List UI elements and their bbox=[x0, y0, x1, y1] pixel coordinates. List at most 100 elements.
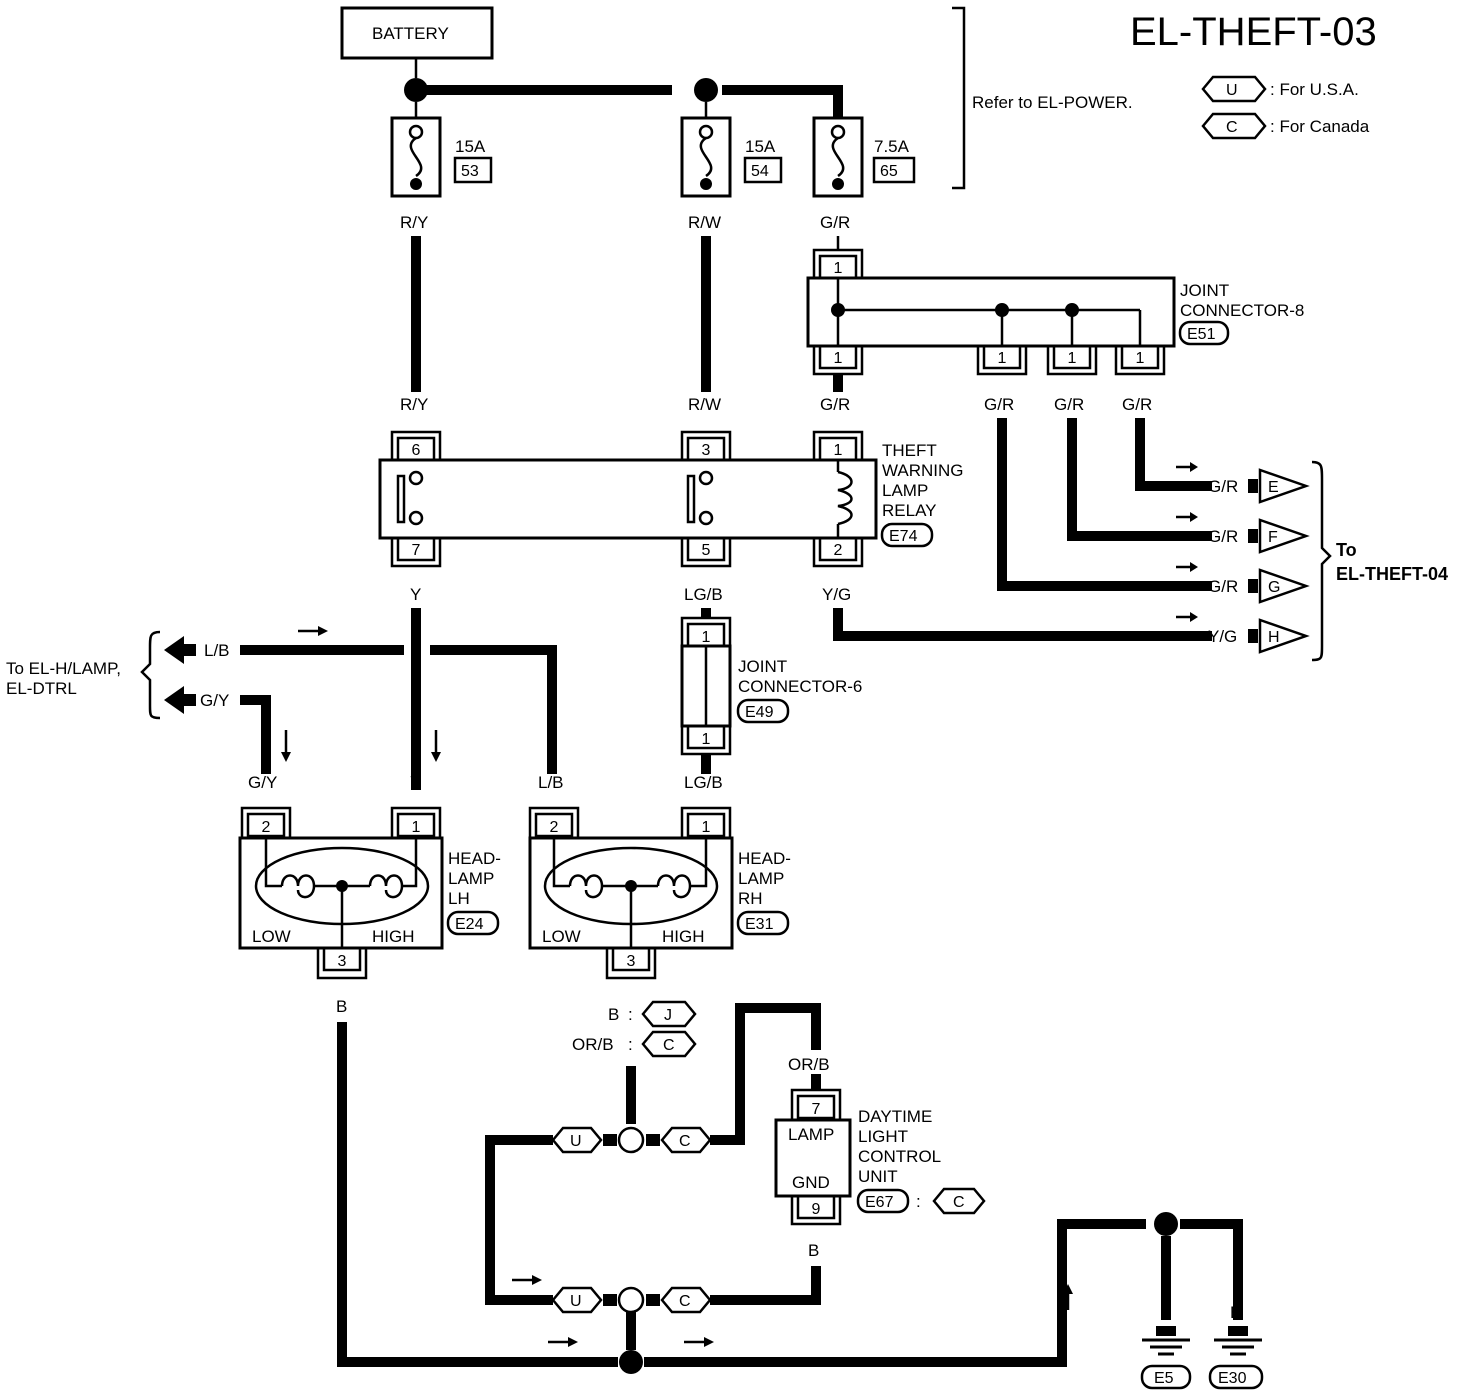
wire-label-f: G/R bbox=[1208, 527, 1238, 546]
wire-label-h: Y/G bbox=[1208, 627, 1237, 646]
refer-power-text: Refer to EL-POWER. bbox=[972, 93, 1133, 112]
hl-lh-high: HIGH bbox=[372, 927, 415, 946]
wire-label-gr-top: G/R bbox=[820, 213, 850, 232]
to-theft04-line1: To bbox=[1336, 540, 1357, 560]
option-point-top bbox=[617, 1126, 645, 1154]
hl-rh-label-1: HEAD- bbox=[738, 849, 791, 868]
wire-label-gr-relay: G/R bbox=[820, 395, 850, 414]
wire-label-ry-relay: R/Y bbox=[400, 395, 428, 414]
dtrl-gnd: GND bbox=[792, 1173, 830, 1192]
option-c-bottom-label: C bbox=[679, 1293, 691, 1310]
dtrl-pin-7: 7 bbox=[812, 1101, 821, 1118]
option-u-bottom-label: U bbox=[570, 1293, 582, 1310]
relay-pin-2: 2 bbox=[834, 542, 843, 559]
legend: U : For U.S.A. C : For Canada bbox=[1201, 75, 1370, 140]
option-c-rh: C bbox=[663, 1037, 675, 1054]
canada-text: : For Canada bbox=[1270, 117, 1370, 136]
j6-pin-in: 1 bbox=[702, 629, 711, 646]
joint-connector-6: 1 1 JOINT CONNECTOR-6 E49 bbox=[680, 608, 862, 756]
j8-pin-out-1: 1 bbox=[834, 350, 843, 367]
fuse-65-num: 65 bbox=[880, 163, 898, 180]
wire-label-b-e30: B bbox=[1230, 1303, 1241, 1322]
j8-pin-in: 1 bbox=[834, 260, 843, 277]
hl-rh-low: LOW bbox=[542, 927, 581, 946]
colon-3: : bbox=[916, 1192, 921, 1211]
wire-gr-g bbox=[997, 418, 1212, 591]
headlamp-lh: 2 1 LOW HIGH 3 HEAD- LAMP LH E24 bbox=[238, 806, 501, 980]
wire-label-lgb-lamp: LG/B bbox=[684, 773, 723, 792]
j8-pin-out-3: 1 bbox=[1068, 350, 1077, 367]
wire-b-lh bbox=[337, 1022, 618, 1367]
hl-lh-pin-1: 1 bbox=[412, 819, 421, 836]
option-u-bottom bbox=[551, 1286, 603, 1314]
connector-f bbox=[1258, 518, 1310, 554]
option-u-top-label: U bbox=[570, 1133, 582, 1150]
fuse-53: 15A 53 bbox=[390, 102, 493, 198]
j8-label-1: JOINT bbox=[1180, 281, 1229, 300]
battery: BATTERY bbox=[340, 6, 494, 60]
dtrl-option-c-badge bbox=[932, 1187, 986, 1215]
hl-rh-pin-1: 1 bbox=[702, 819, 711, 836]
hl-rh-high: HIGH bbox=[662, 927, 705, 946]
dtrl-label-1: DAYTIME bbox=[858, 1107, 932, 1126]
diagram-title: EL-THEFT-03 bbox=[1130, 10, 1377, 54]
dtrl-pin-9: 9 bbox=[812, 1201, 821, 1218]
wire-label-rw-top: R/W bbox=[688, 213, 721, 232]
fuse-54: 15A 54 bbox=[680, 102, 783, 198]
wire-label-lgb-relay: LG/B bbox=[684, 585, 723, 604]
wire-b-ground bbox=[644, 1219, 1146, 1367]
usa-text: : For U.S.A. bbox=[1270, 80, 1359, 99]
wire-label-g: G/R bbox=[1208, 577, 1238, 596]
wire-label-orb-dtrl: OR/B bbox=[788, 1055, 830, 1074]
wire-label-y-relay: Y bbox=[410, 585, 421, 604]
relay-label-4: RELAY bbox=[882, 501, 937, 520]
wire-label-gr-f: G/R bbox=[1054, 395, 1084, 414]
wire-yg-h bbox=[833, 608, 1212, 641]
relay-pin-7: 7 bbox=[412, 542, 421, 559]
theft04-bracket bbox=[1311, 460, 1332, 662]
to-el-hlamp: L/B G/Y To EL-H/LAMP, EL-DTRL bbox=[6, 630, 230, 720]
ground-junction-bottom bbox=[619, 1350, 643, 1374]
option-point-bottom bbox=[617, 1286, 645, 1314]
hl-rh-pin-3: 3 bbox=[627, 953, 636, 970]
wire-label-b-dtrl: B bbox=[808, 1241, 819, 1260]
to-el-theft-04: G/R E G/R F G/R G Y/G H To EL-THEFT-04 bbox=[1176, 460, 1448, 662]
usa-badge bbox=[1201, 75, 1267, 103]
hl-lh-pin-3: 3 bbox=[338, 953, 347, 970]
connector-g bbox=[1258, 568, 1310, 604]
battery-label: BATTERY bbox=[372, 24, 449, 43]
ground-e5-code: E5 bbox=[1154, 1370, 1174, 1387]
j6-label-1: JOINT bbox=[738, 657, 787, 676]
fuse-65: 7.5A 65 bbox=[812, 116, 916, 198]
fuse-54-num: 54 bbox=[751, 163, 769, 180]
connector-f-label: F bbox=[1268, 529, 1278, 546]
refer-bracket bbox=[952, 6, 966, 190]
canada-badge bbox=[1201, 112, 1267, 140]
relay-pin-3: 3 bbox=[702, 442, 711, 459]
wire-b-e30 bbox=[1180, 1219, 1243, 1320]
theft-warning-lamp-relay: 6 3 1 7 5 2 THEFT WARNING LAMP RELAY bbox=[378, 430, 964, 568]
wire-label-gy-out: G/Y bbox=[200, 691, 229, 710]
colon-2: : bbox=[628, 1035, 633, 1054]
j8-pin-out-4: 1 bbox=[1136, 350, 1145, 367]
wire-label-yg-relay: Y/G bbox=[822, 585, 851, 604]
wire-label-rw-relay: R/W bbox=[688, 395, 721, 414]
ground-e5: B E5 bbox=[1140, 1303, 1192, 1390]
hl-rh-code: E31 bbox=[745, 916, 774, 933]
battery-junction-2 bbox=[694, 78, 718, 102]
fuse-53-num: 53 bbox=[461, 163, 479, 180]
wire-u-loop bbox=[485, 1135, 553, 1305]
dtrl-label-3: CONTROL bbox=[858, 1147, 941, 1166]
j6-code: E49 bbox=[745, 704, 774, 721]
ground-e30-code: E30 bbox=[1218, 1370, 1247, 1387]
wire-b-dtrl bbox=[710, 1266, 821, 1305]
ground-e30: B E30 bbox=[1208, 1303, 1264, 1390]
fuse-65-amp: 7.5A bbox=[874, 137, 910, 156]
option-j: J bbox=[664, 1007, 672, 1024]
hl-rh-pin-2: 2 bbox=[550, 819, 559, 836]
connector-h-label: H bbox=[1268, 629, 1280, 646]
ground-junction bbox=[1154, 1212, 1178, 1236]
headlamp-rh: 2 1 LOW HIGH 3 HEAD- LAMP RH E31 bbox=[528, 754, 791, 980]
hl-lh-low: LOW bbox=[252, 927, 291, 946]
daytime-light-control-unit: OR/B 7 LAMP GND 9 B DAYTIME LIGHT CONTRO… bbox=[774, 1055, 986, 1260]
